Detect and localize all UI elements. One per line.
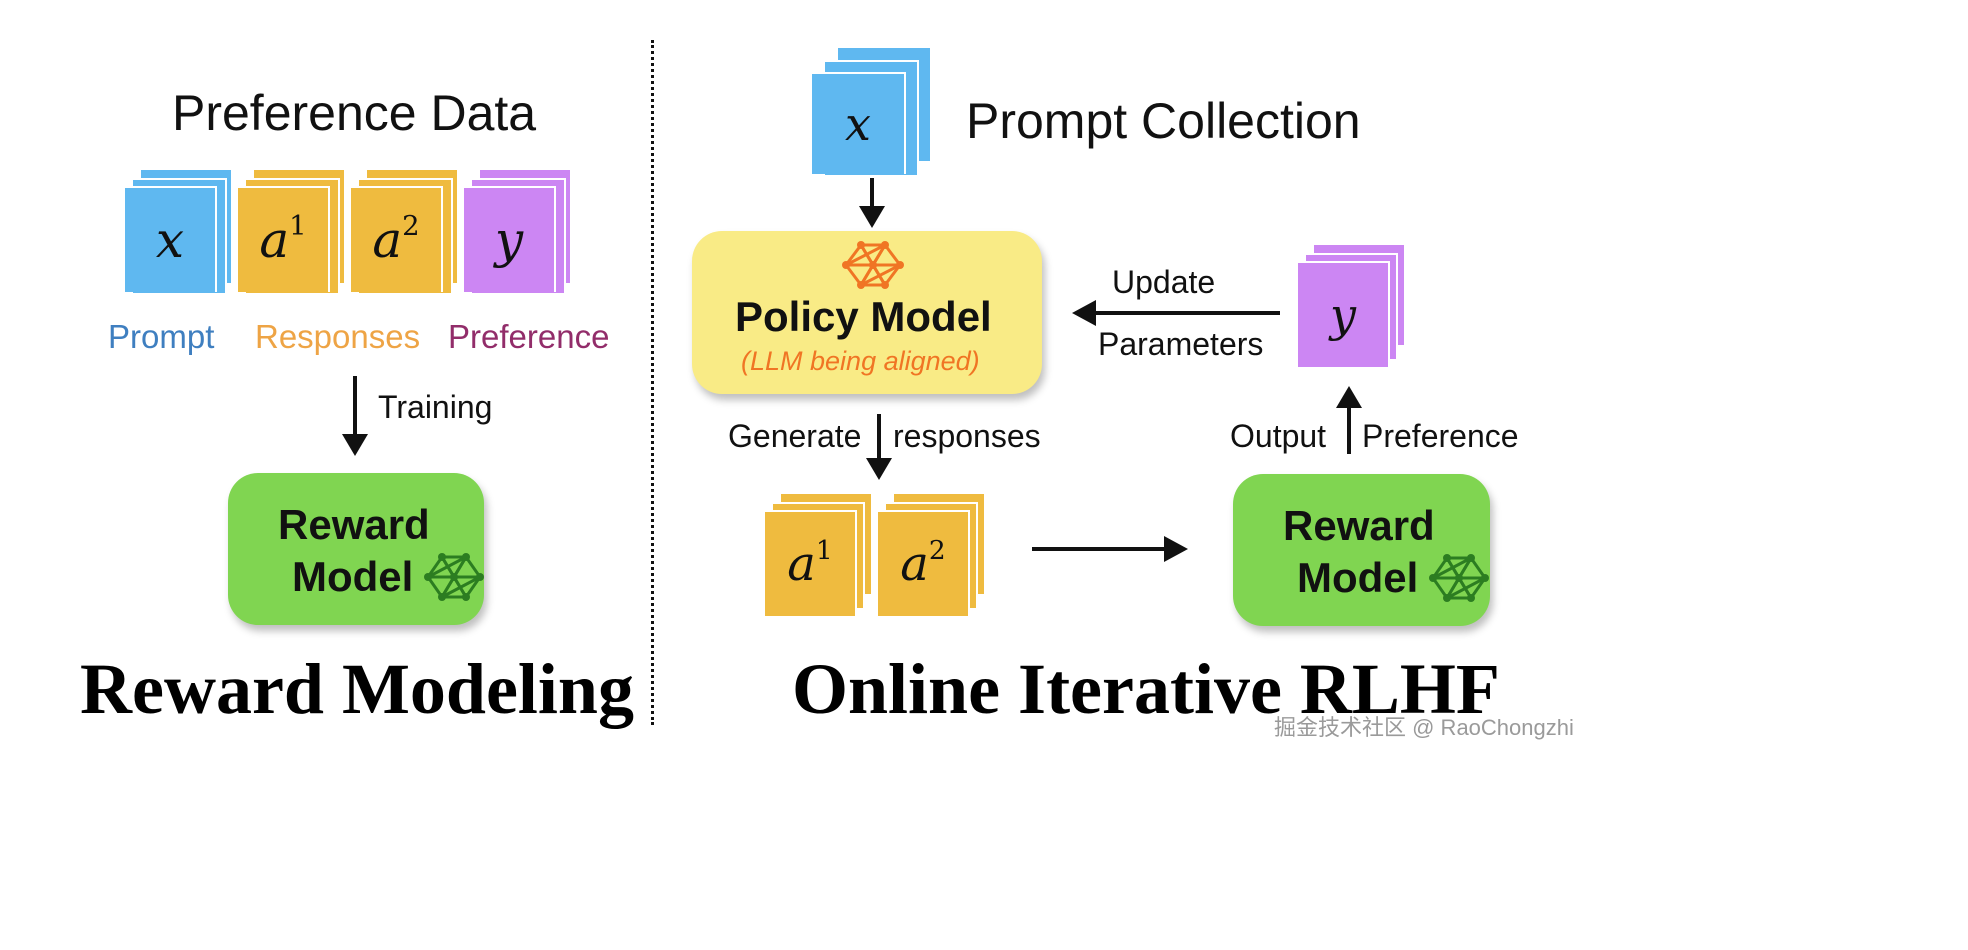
update-label: Update <box>1112 264 1216 300</box>
online-iterative-rlhf-title: Online Iterative RLHF <box>792 649 1500 729</box>
preference-label: Preference <box>1362 418 1519 454</box>
generated-response-1-card-stack: a1 <box>765 494 885 619</box>
reward-model-box-left: Reward Model <box>228 473 484 625</box>
output-preference-arrow-head <box>1336 386 1362 408</box>
prompt-to-policy-arrow <box>870 178 874 208</box>
prompt-collection-card-x: x <box>845 97 871 151</box>
generate-responses-arrow-head <box>866 458 892 480</box>
reward-model-left-line1: Reward <box>278 501 430 548</box>
panel-divider <box>651 40 654 725</box>
preference-legend-label: Preference <box>448 318 610 355</box>
prompt-legend-label: Prompt <box>108 318 215 355</box>
policy-model-title: Policy Model <box>735 293 992 340</box>
reward-modeling-title: Reward Modeling <box>80 649 634 729</box>
responses-to-reward-arrow <box>1032 547 1166 551</box>
reward-model-right-line1: Reward <box>1283 502 1435 549</box>
update-parameters-arrow-head <box>1072 300 1096 326</box>
responses-label: responses <box>893 418 1041 454</box>
watermark: 掘金技术社区 @ RaoChongzhi <box>1274 715 1574 740</box>
preference-output-card-y: y <box>1330 288 1356 342</box>
response-1-card-label: a1 <box>259 210 307 269</box>
output-label: Output <box>1230 418 1327 454</box>
reward-model-right-line2: Model <box>1297 554 1419 601</box>
policy-model-subtitle: (LLM being aligned) <box>741 346 980 376</box>
generate-responses-arrow <box>877 414 881 458</box>
prompt-collection-heading: Prompt Collection <box>966 93 1361 149</box>
prompt-card-stack: x <box>125 170 265 300</box>
neural-network-icon <box>842 241 904 289</box>
update-parameters-arrow <box>1094 311 1280 315</box>
prompt-collection-card-stack: x <box>812 48 952 178</box>
response-1-card-stack: a1 <box>238 170 378 300</box>
output-preference-arrow <box>1347 406 1351 454</box>
responses-to-reward-arrow-head <box>1164 536 1188 562</box>
preference-card-y: y <box>494 211 524 269</box>
parameters-label: Parameters <box>1098 326 1264 362</box>
generated-response-2-card-stack: a2 <box>878 494 998 619</box>
prompt-card-x: x <box>155 211 185 269</box>
response-2-card-stack: a2 <box>351 170 491 300</box>
preference-data-heading: Preference Data <box>172 85 537 141</box>
policy-model-box: Policy Model (LLM being aligned) <box>692 231 1042 394</box>
preference-output-card-stack: y <box>1298 245 1418 375</box>
generate-label: Generate <box>728 418 862 454</box>
response-2-card-label: a2 <box>372 210 420 269</box>
reward-model-left-line2: Model <box>292 553 414 600</box>
neural-network-icon <box>424 553 484 601</box>
responses-legend-label: Responses <box>255 318 421 355</box>
generated-response-2-label: a2 <box>900 535 946 592</box>
prompt-to-policy-arrow-head <box>859 206 885 228</box>
reward-model-box-right: Reward Model <box>1233 474 1490 626</box>
preference-card-stack: y <box>464 170 604 300</box>
training-label: Training <box>378 389 493 425</box>
training-arrow-head <box>342 434 368 456</box>
neural-network-icon <box>1429 554 1489 602</box>
generated-response-1-label: a1 <box>787 535 833 592</box>
training-arrow <box>353 376 357 436</box>
